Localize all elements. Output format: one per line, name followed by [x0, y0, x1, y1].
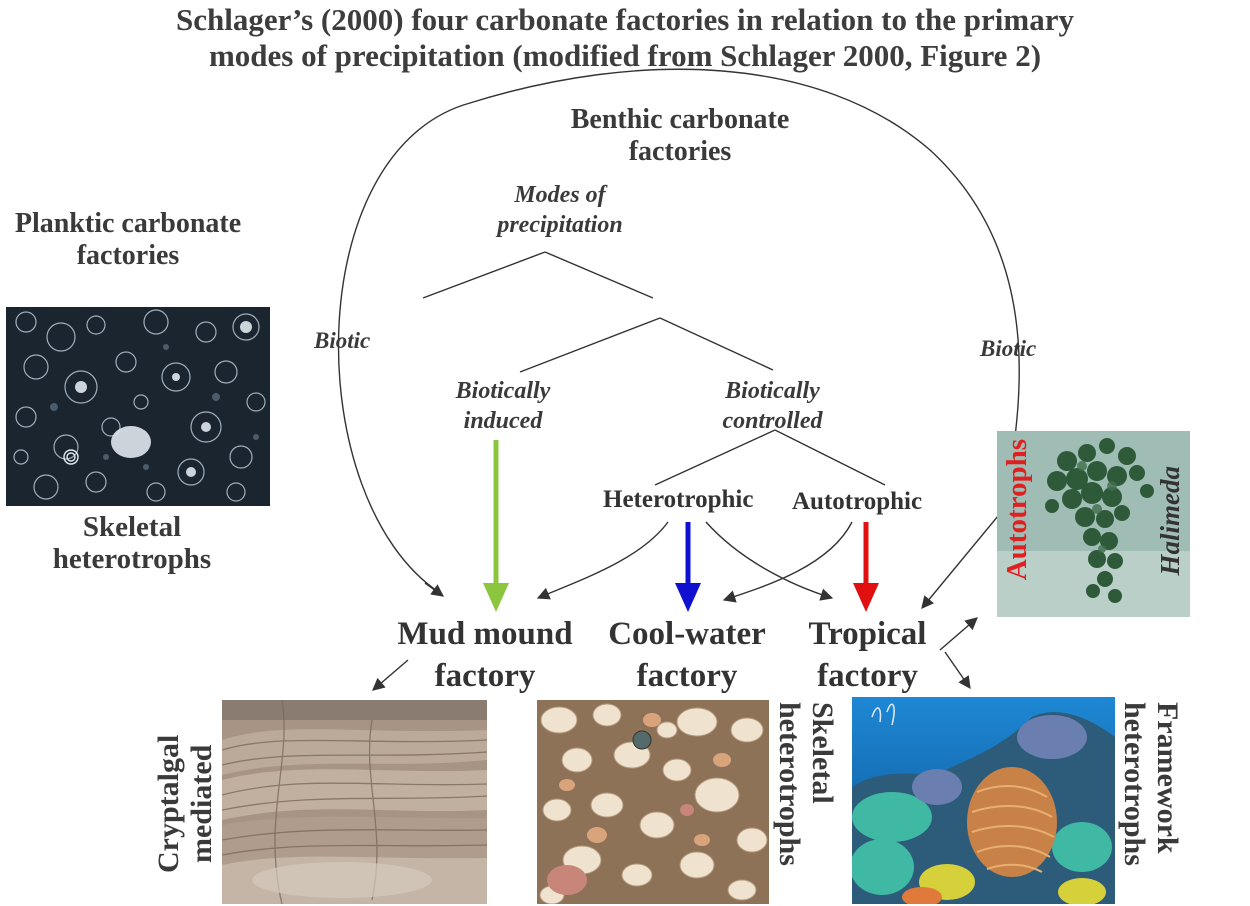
autotrophs-label: Autotrophs	[1001, 439, 1033, 581]
biotic-left-label: Biotic	[314, 328, 371, 353]
biotically-induced-label: Biotically induced	[455, 378, 551, 434]
mud-mound-factory-label: Mud mound factory	[397, 616, 573, 694]
title-line-2: modes of precipitation (modified from Sc…	[208, 38, 1042, 73]
page-title: Schlager’s (2000) four carbonate factori…	[0, 2, 1250, 74]
benthic-arc	[337, 68, 1020, 609]
coral-reef-photo	[852, 697, 1115, 904]
autotrophic-label: Autotrophic	[792, 488, 923, 515]
cryptalgal-mediated-label: Cryptalgal mediated	[152, 734, 218, 874]
cool-water-factory-label: Cool-water factory	[608, 616, 766, 694]
tropical-factory-label: Tropical factory	[808, 616, 927, 694]
benthic-factories-label: Benthic carbonate factories	[570, 104, 790, 167]
skeletal-heterotrophs-bottom-label: Skeletal heterotrophs	[773, 702, 839, 866]
shell-beach-photo	[537, 700, 769, 904]
halimeda-label: Halimeda	[1155, 466, 1185, 576]
framework-heterotrophs-label: Framework heterotrophs	[1118, 702, 1184, 866]
modes-of-precipitation-label: Modes of precipitation	[497, 182, 623, 238]
biotically-controlled-label: Biotically controlled	[722, 378, 823, 434]
shell-beach-icon	[537, 700, 769, 904]
coral-reef-icon	[852, 697, 1115, 904]
foraminifera-micrograph-icon	[6, 307, 270, 506]
green-alga-icon	[997, 431, 1190, 617]
planktic-foraminifera-photo	[6, 307, 270, 506]
title-line-1: Schlager’s (2000) four carbonate factori…	[176, 2, 1074, 37]
skeletal-heterotrophs-left-label: Skeletal heterotrophs	[52, 511, 212, 575]
heterotrophic-label: Heterotrophic	[603, 486, 754, 513]
laminated-rock-icon	[222, 700, 487, 904]
planktic-factories-label: Planktic carbonate factories	[14, 208, 242, 271]
halimeda-photo: Autotrophs Halimeda	[997, 431, 1190, 617]
biotic-right-label: Biotic	[980, 336, 1037, 361]
arc-left-head	[424, 582, 445, 597]
laminated-rock-photo	[222, 700, 487, 904]
